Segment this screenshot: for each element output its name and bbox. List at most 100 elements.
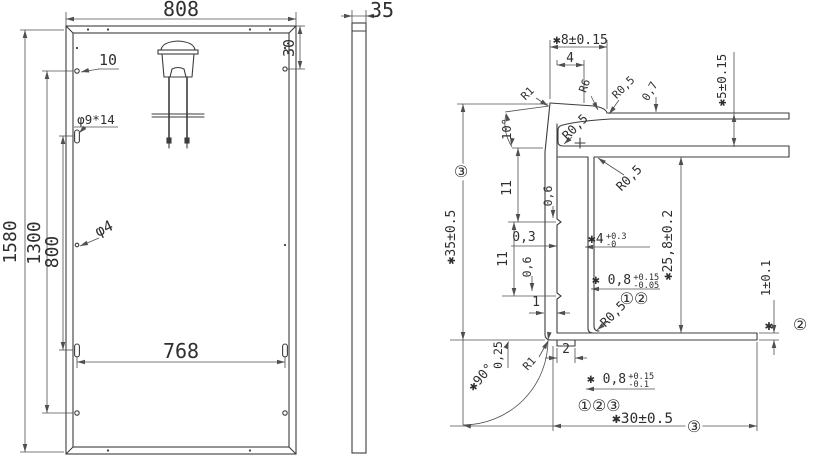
arrowhead (549, 243, 557, 249)
section-profile (544, 102, 790, 347)
arrowhead (771, 325, 777, 333)
dim-channel-lower: 11 (496, 251, 511, 267)
arrowhead (542, 341, 548, 350)
arrowhead (575, 355, 583, 361)
arrowhead (591, 286, 599, 292)
mounting-hole (74, 68, 80, 74)
arrowhead (609, 106, 616, 114)
profile-contour (556, 123, 562, 334)
arrowhead (598, 158, 606, 165)
profile-contour (557, 129, 564, 147)
drain-hole (248, 449, 252, 452)
arrowhead (77, 359, 85, 365)
junction-box-notch (169, 66, 187, 78)
arrowhead (288, 16, 296, 22)
arrowhead (515, 148, 521, 156)
dim-flange-step: 0,25 (491, 341, 505, 369)
arrowhead (44, 71, 50, 79)
junction-box-dome (160, 40, 196, 51)
dim-wall-thk-lower-tol-lower: -0.1 (628, 380, 649, 390)
dim-cap-step: 4 (566, 51, 574, 66)
arrowhead (460, 332, 466, 340)
arrowhead (460, 104, 466, 112)
arrowhead (510, 137, 515, 146)
dim-wall-thk-lower: ✱ 0,8 (587, 372, 626, 387)
dim-wall-angle: 10° (500, 118, 514, 140)
arrowhead (564, 136, 572, 144)
arrowhead (540, 99, 548, 106)
note-ref-flange: ③ (687, 417, 701, 436)
arrowhead (599, 44, 607, 50)
arrowhead (678, 157, 684, 165)
dim-overall-height: ✱35±0.5 (444, 210, 459, 265)
drain-hole (248, 28, 252, 31)
arrowhead (297, 61, 303, 69)
arrowhead (344, 13, 352, 19)
angle-arc-90deg (462, 339, 549, 426)
dim-top-width: 808 (163, 0, 199, 21)
front-outer-frame (65, 25, 297, 455)
dim-wall-step: 0,3 (512, 230, 535, 245)
arrowhead (529, 283, 535, 291)
dim-ground-hole: φ4 (92, 216, 116, 240)
arrowhead (505, 113, 511, 122)
arrowhead (22, 444, 28, 452)
note-ref-flange-thk: ② (793, 315, 807, 334)
side-profile (351, 22, 367, 454)
profile-contour (593, 156, 600, 332)
arrowhead (585, 244, 593, 250)
drain-hole (283, 243, 287, 247)
dim-serration-b: 0,6 (520, 257, 534, 278)
arrowhead (79, 125, 87, 133)
arrowhead (586, 386, 594, 392)
dim-channel-upper: 11 (500, 180, 515, 196)
arrowhead (80, 240, 89, 246)
radius-cap: R6 (576, 77, 593, 94)
dim-mounting-slot: φ9*14 (77, 112, 115, 127)
frame-miter-joint (288, 446, 297, 455)
arrowhead (771, 340, 777, 348)
frame-miter-joint (288, 25, 297, 34)
angle-arc-10deg (504, 113, 513, 148)
arrowhead (547, 331, 552, 340)
mounting-hole (282, 410, 288, 416)
dim-channel-width-tol-lower: -0 (606, 240, 616, 250)
mounting-slot-hole (74, 129, 80, 144)
arrowhead (536, 310, 544, 316)
drain-hole (75, 46, 79, 50)
arrowhead (549, 355, 557, 361)
dimension-line (504, 105, 550, 113)
drain-hole (268, 28, 272, 31)
arrowhead (22, 30, 28, 38)
profile-contour (557, 118, 790, 131)
dim-flange-length: ✱30±0.5 (612, 411, 673, 427)
dim-wall-thk-upper: ✱ 0,8 (592, 273, 631, 288)
arrowhead (576, 62, 584, 68)
arrowhead (557, 62, 565, 68)
label-backing (452, 163, 470, 181)
arrowhead (277, 359, 285, 365)
arrowhead (678, 325, 684, 333)
arrowhead (503, 341, 509, 350)
profile-contour (544, 102, 552, 341)
front-inner-frame (72, 32, 290, 448)
drain-hole (86, 28, 90, 31)
dim-flange-thk-mark: ✱ (765, 318, 774, 334)
frame-miter-joint (65, 446, 74, 455)
dim-hole-span-outer: 1300 (24, 221, 45, 264)
profile-contour (549, 102, 608, 114)
drain-hole (283, 46, 287, 50)
arrowhead (731, 138, 737, 146)
dim-hole-offset: 10 (99, 51, 117, 69)
dim-serration-a: 0,6 (541, 186, 555, 207)
frame-holes (74, 28, 288, 452)
note-ref-height: ③ (454, 162, 468, 181)
drain-hole (106, 449, 110, 452)
arrowhead (81, 67, 90, 73)
arrowhead (557, 310, 565, 316)
arrowhead (297, 26, 303, 34)
